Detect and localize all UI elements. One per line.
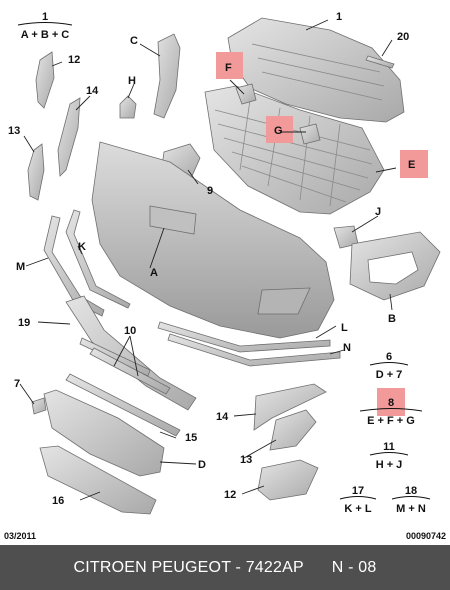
footer-page: N - 08 bbox=[331, 558, 377, 576]
lower-grille-part-d bbox=[43, 389, 165, 477]
strip-part-l bbox=[157, 321, 331, 353]
footer-bar: CITROEN PEUGEOT - 7422AP N - 08 bbox=[0, 545, 450, 590]
svg-text:A + B + C: A + B + C bbox=[21, 29, 70, 41]
callout-c: C bbox=[130, 35, 138, 47]
callout-16: 16 bbox=[52, 495, 64, 507]
callout-f: F bbox=[225, 62, 232, 74]
bracket-part-g bbox=[299, 123, 321, 145]
vent-part-13 bbox=[269, 409, 317, 451]
highlight-f bbox=[216, 52, 243, 79]
highlight-8 bbox=[377, 388, 405, 416]
bracket-part-c bbox=[153, 33, 181, 119]
callout-2: 1 bbox=[336, 11, 342, 23]
svg-text:1: 1 bbox=[42, 11, 48, 23]
svg-text:M + N: M + N bbox=[396, 503, 426, 515]
fraction-key-6: 6 D + 7 bbox=[369, 351, 409, 381]
callout-a: A bbox=[150, 267, 158, 279]
callout-14-top: 14 bbox=[86, 85, 99, 97]
clip-part-7 bbox=[31, 397, 47, 415]
date-stamp: 03/2011 bbox=[4, 531, 37, 541]
fraction-key-8: 8 E + F + G bbox=[359, 397, 423, 427]
vent-part-14 bbox=[253, 383, 327, 431]
callout-12-bottom: 12 bbox=[224, 489, 236, 501]
callout-14-bottom: 14 bbox=[216, 411, 229, 423]
callout-9: 9 bbox=[207, 185, 213, 197]
bracket-part-h bbox=[119, 95, 137, 119]
strip-part-n bbox=[167, 333, 341, 367]
fraction-key-17: 17 K + L bbox=[339, 485, 377, 515]
strip-part-10b bbox=[89, 347, 171, 395]
callout-12-top: 12 bbox=[68, 54, 80, 66]
grille-support-part bbox=[227, 17, 405, 123]
side-trim-part-13 bbox=[27, 143, 45, 201]
callout-19: 19 bbox=[18, 317, 30, 329]
callout-13-bottom: 13 bbox=[240, 454, 252, 466]
callout-n: N bbox=[343, 342, 351, 354]
callout-j: J bbox=[375, 206, 381, 218]
strip-part-15 bbox=[65, 373, 181, 437]
callout-k: K bbox=[78, 241, 86, 253]
callout-m: M bbox=[16, 261, 25, 273]
bracket-part-f bbox=[235, 83, 257, 105]
svg-text:11: 11 bbox=[383, 441, 395, 453]
svg-text:K + L: K + L bbox=[344, 503, 371, 515]
strip-part-k bbox=[65, 209, 131, 309]
parts-diagram: 1 20 C 12 H F 14 13 G E 9 J M K A B 19 L… bbox=[8, 11, 441, 515]
svg-text:17: 17 bbox=[352, 485, 364, 497]
callout-h: H bbox=[128, 75, 136, 87]
svg-text:8: 8 bbox=[388, 397, 394, 409]
callout-20: 20 bbox=[397, 31, 409, 43]
side-trim-part-14 bbox=[57, 97, 81, 177]
callout-d: D bbox=[198, 459, 206, 471]
clip-part-20 bbox=[365, 55, 395, 69]
callout-b: B bbox=[388, 313, 396, 325]
fraction-key-18: 18 M + N bbox=[391, 485, 431, 515]
fraction-key-1: 1 A + B + C bbox=[17, 11, 73, 41]
svg-text:H + J: H + J bbox=[376, 459, 403, 471]
footer-title: CITROEN PEUGEOT - 7422AP bbox=[73, 558, 304, 576]
callout-13-top: 13 bbox=[8, 125, 20, 137]
callout-g: G bbox=[274, 125, 283, 137]
svg-text:D + 7: D + 7 bbox=[376, 369, 403, 381]
svg-text:6: 6 bbox=[386, 351, 392, 363]
highlight-e bbox=[400, 150, 428, 178]
highlight-g bbox=[266, 116, 293, 143]
svg-text:E + F + G: E + F + G bbox=[367, 415, 415, 427]
callout-15: 15 bbox=[185, 432, 197, 444]
grille-part-e bbox=[204, 85, 385, 215]
lip-part-19 bbox=[65, 295, 197, 411]
callout-7: 7 bbox=[14, 378, 20, 390]
document-number: 00090742 bbox=[405, 531, 446, 541]
lower-part-16 bbox=[39, 445, 157, 515]
callout-10: 10 bbox=[124, 325, 136, 337]
vent-part-12 bbox=[257, 459, 319, 501]
side-trim-part-12 bbox=[35, 51, 55, 109]
svg-text:18: 18 bbox=[405, 485, 417, 497]
callout-l: L bbox=[341, 322, 348, 334]
callout-e: E bbox=[408, 159, 415, 171]
fraction-key-11: 11 H + J bbox=[369, 441, 409, 471]
